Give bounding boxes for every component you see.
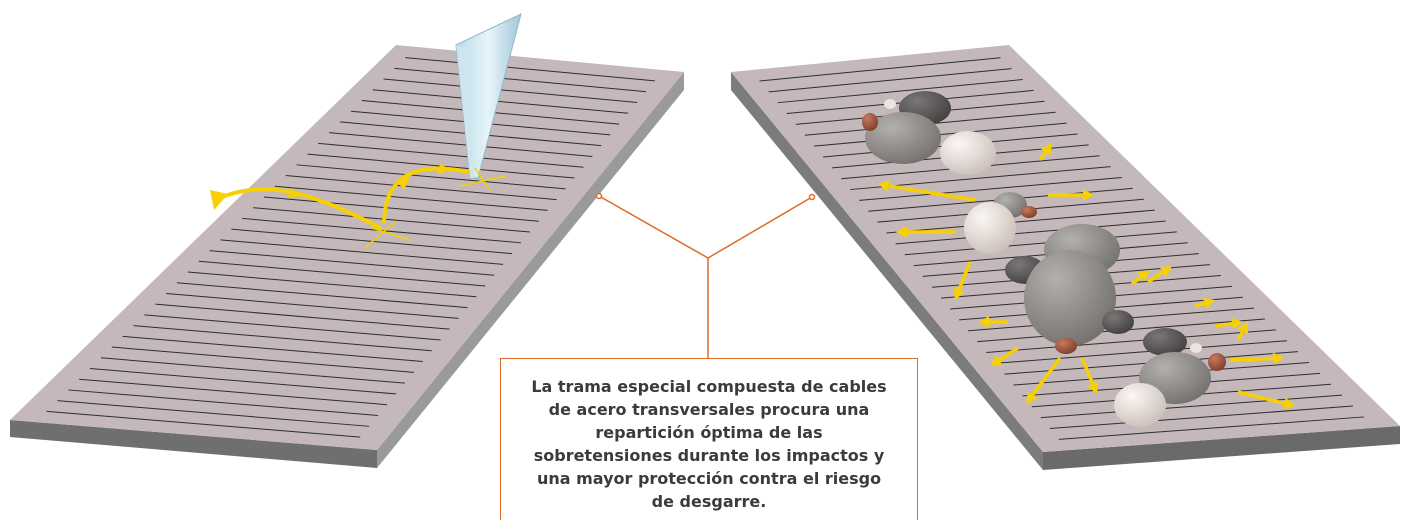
stress-arrow-head — [1040, 143, 1052, 156]
stress-arrow — [1194, 301, 1205, 308]
cable-line — [46, 410, 361, 438]
cable-line — [68, 389, 379, 417]
stress-arrow — [1147, 270, 1164, 284]
caption-box: La trama especial compuesta de cables de… — [500, 358, 918, 520]
cable-line — [986, 329, 1276, 353]
cable-line — [904, 231, 1177, 256]
cable-line — [318, 142, 584, 168]
cable-line — [57, 400, 370, 427]
stress-arrow — [1236, 330, 1245, 341]
stress-arrow-head — [1282, 397, 1295, 410]
stress-arrow-head — [1159, 266, 1172, 278]
stress-arrow-head — [990, 355, 1003, 366]
stress-arrow-head — [1087, 381, 1099, 394]
rock-icon — [940, 131, 996, 175]
stress-arrow-head — [978, 316, 989, 328]
stress-arrow — [1214, 321, 1233, 328]
rock-icon — [1114, 383, 1166, 427]
rock-icon — [964, 202, 1016, 254]
cable-line — [285, 175, 557, 201]
cable-line — [777, 79, 1023, 104]
cable-line — [383, 78, 638, 103]
cable-line — [90, 368, 396, 395]
cable-line — [329, 132, 593, 157]
right-belt-front — [1043, 426, 1400, 470]
stress-arrow-head — [1272, 352, 1284, 365]
stress-arrow — [1237, 390, 1285, 406]
cable-line — [263, 196, 539, 222]
stress-arrow — [1130, 275, 1143, 286]
cable-line — [1058, 416, 1365, 440]
rock-icon — [865, 112, 941, 164]
cable-line — [859, 176, 1122, 201]
stress-arrow-head — [1083, 189, 1094, 201]
stress-arrow-head — [953, 287, 965, 300]
right-belt-cables — [759, 57, 1365, 440]
rock-icon — [1143, 328, 1187, 356]
cable-line — [209, 250, 495, 276]
cable-line — [759, 57, 1001, 82]
cable-line — [166, 292, 459, 319]
cable-line — [768, 68, 1012, 93]
cable-line — [274, 185, 548, 211]
cable-line — [111, 346, 414, 373]
cable-line — [79, 378, 388, 406]
cable-line — [176, 282, 468, 309]
pebble-icon — [1021, 206, 1037, 218]
cable-line — [187, 271, 477, 298]
cable-line — [220, 239, 504, 265]
cable-line — [253, 207, 530, 233]
pebble-icon — [862, 113, 878, 131]
cable-line — [895, 220, 1166, 245]
stress-arrow — [1031, 356, 1062, 397]
cable-line — [995, 340, 1287, 364]
stress-arrow-head — [1026, 391, 1038, 404]
callout-lines — [595, 192, 816, 358]
stress-arrow-head — [1237, 322, 1248, 335]
cable-line — [405, 57, 655, 82]
blade-icon — [455, 13, 522, 179]
left-impact-arrows — [210, 163, 506, 249]
cable-line — [122, 335, 423, 363]
caption-text: La trama especial compuesta de cables de… — [531, 376, 887, 511]
cable-line — [155, 303, 450, 330]
cable-line — [198, 260, 486, 287]
pebble-icon — [884, 99, 896, 109]
rock-icon — [1024, 250, 1116, 346]
stress-arrow-head — [1202, 297, 1215, 309]
pebble-icon — [1208, 353, 1226, 371]
stress-arrow — [1229, 356, 1274, 362]
cable-line — [372, 89, 629, 114]
left-belt-side — [10, 420, 377, 468]
stress-arrow-head — [878, 179, 890, 192]
stress-arrow — [888, 184, 976, 202]
left-belt-top — [10, 45, 684, 450]
stress-arrow-head — [896, 226, 907, 238]
cable-line — [133, 325, 432, 352]
cable-line — [1049, 405, 1354, 429]
cable-line — [1040, 394, 1343, 419]
stress-arrow — [957, 261, 972, 291]
pebble-icon — [1190, 343, 1202, 353]
cable-line — [394, 67, 647, 93]
left-belt-front — [377, 72, 684, 468]
cable-line — [144, 314, 441, 341]
cable-line — [100, 357, 405, 384]
stress-arrow-head — [1137, 270, 1150, 282]
pebble-icon — [1055, 338, 1077, 354]
stress-arrow-head — [1231, 317, 1243, 330]
rock-icon — [1102, 310, 1134, 334]
stress-arrow — [1080, 357, 1095, 385]
cable-line — [886, 209, 1155, 234]
stress-arrow — [998, 346, 1019, 362]
right-belt-side — [731, 72, 1043, 470]
cable-line — [296, 164, 566, 190]
right-impact-arrows — [878, 143, 1295, 410]
stress-arrow — [1038, 150, 1048, 162]
right-rocks — [862, 91, 1226, 427]
